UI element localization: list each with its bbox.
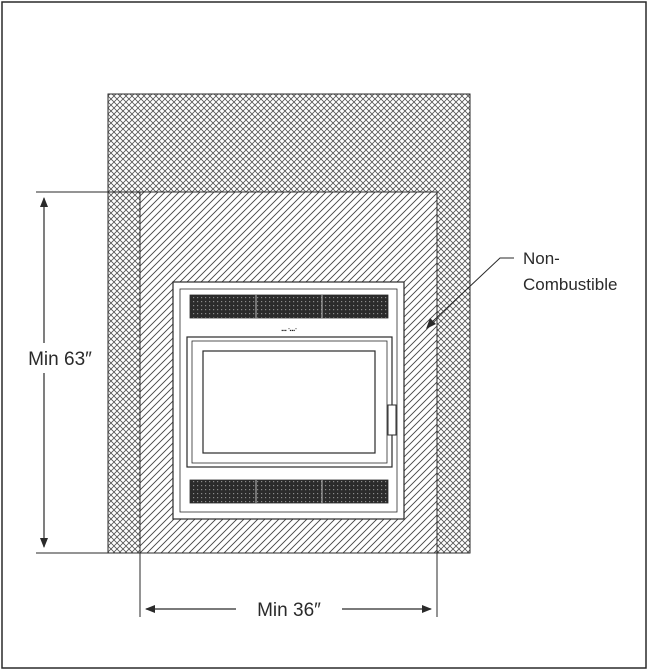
bottom-grille [189,479,389,504]
door-inner [191,340,388,464]
brand-logo: ▪▪▪ “▪▪▪” [281,328,297,334]
glass-panel [202,350,376,454]
height-dimension: Min 63″ [28,191,140,554]
width-dimension: Min 36″ [139,553,438,621]
door-handle [387,404,397,436]
callout-arrowhead [426,318,436,329]
fireplace-insert: ▪▪▪ “▪▪▪” [172,281,405,520]
non-combustible-callout: Non- Combustible [426,249,618,329]
insert-inner-frame [179,288,398,513]
height-dimension-label: Min 63″ [28,349,92,370]
callout-label-line1: Non- [523,249,560,268]
width-dimension-label: Min 36″ [257,600,321,621]
top-grille [189,294,389,319]
callout-label-line2: Combustible [523,275,618,294]
callout-leader-line [431,257,514,323]
